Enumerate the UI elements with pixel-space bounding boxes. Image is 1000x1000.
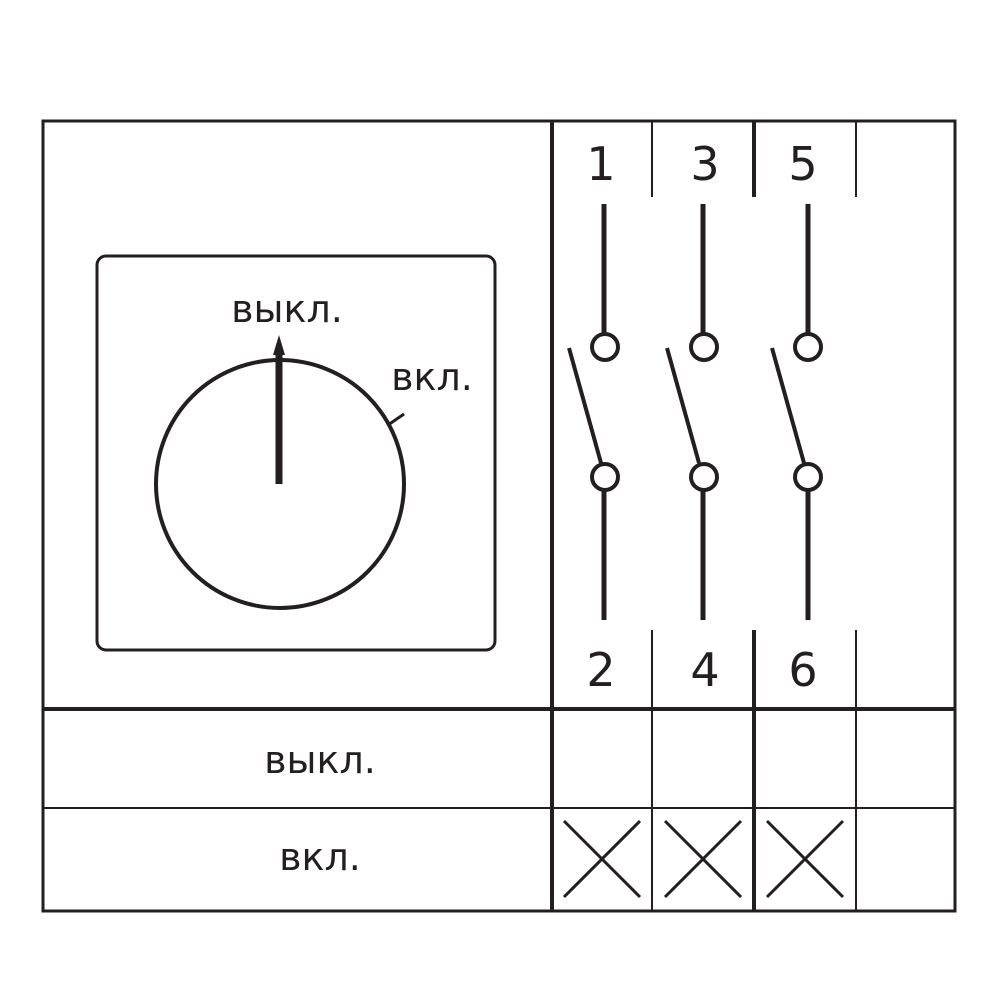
dial-label-off: выкл.	[231, 287, 343, 331]
on-position-tick	[387, 412, 405, 427]
dial-label-on: вкл.	[391, 355, 473, 399]
pointer-arrow-icon	[273, 335, 285, 355]
terminal-5: 5	[788, 137, 817, 191]
terminal-3: 3	[690, 137, 719, 191]
contact-5-6	[770, 204, 823, 620]
terminal-4: 4	[690, 643, 719, 697]
terminal-2: 2	[586, 643, 615, 697]
outer-frame	[41, 119, 957, 913]
dial-plate	[95, 254, 497, 652]
closed-contact-mark	[663, 819, 743, 899]
contact-set	[567, 204, 823, 620]
contact-1-2	[567, 204, 620, 620]
terminal-1: 1	[586, 137, 615, 191]
terminal-6: 6	[788, 643, 817, 697]
table-row-label-off: выкл.	[264, 738, 376, 782]
contact-3-4	[665, 204, 719, 620]
closed-contact-mark	[765, 819, 845, 899]
table-row-label-on: вкл.	[279, 835, 361, 879]
closed-contact-mark	[562, 819, 642, 899]
